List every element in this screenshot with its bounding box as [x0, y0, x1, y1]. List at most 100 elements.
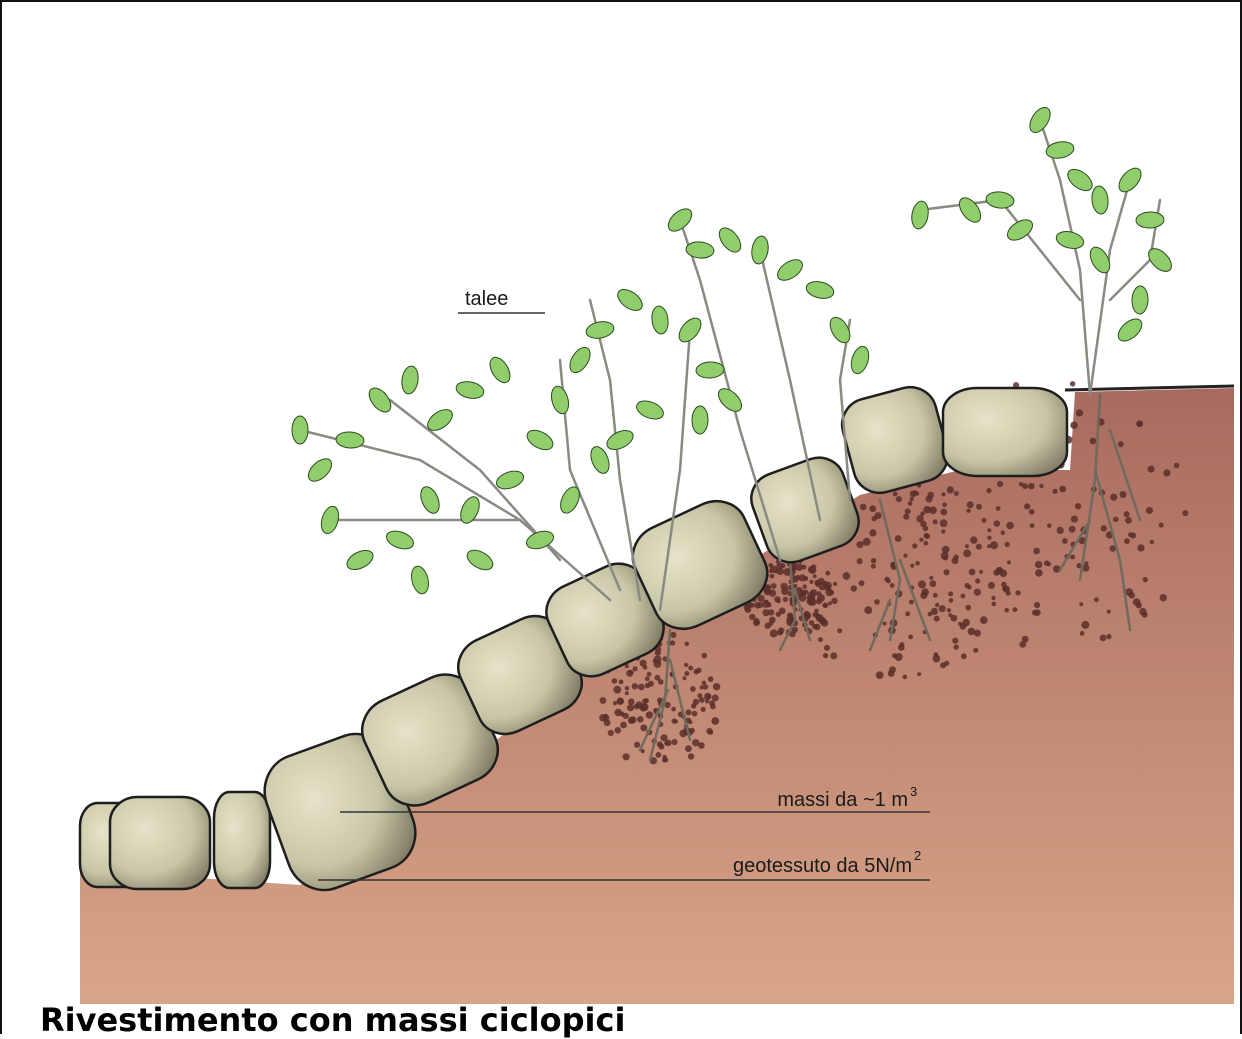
- gravel-dot: [1137, 544, 1144, 551]
- leaf: [774, 256, 806, 285]
- leaf: [318, 504, 341, 535]
- gravel-dot: [909, 600, 914, 605]
- stone-boulder: [110, 797, 210, 889]
- leaf: [384, 528, 416, 553]
- gravel-dot: [1004, 608, 1009, 613]
- leaf: [826, 314, 854, 346]
- gravel-dot: [1101, 525, 1107, 531]
- gravel-dot: [912, 543, 917, 548]
- gravel-dot: [818, 637, 823, 642]
- gravel-dot: [910, 564, 914, 568]
- gravel-dot: [749, 614, 755, 620]
- leaf: [955, 194, 985, 226]
- gravel-dot: [653, 659, 657, 663]
- gravel-dot: [886, 579, 891, 584]
- gravel-dot: [973, 648, 978, 653]
- gravel-dot: [692, 739, 699, 746]
- gravel-dot: [809, 599, 816, 606]
- gravel-dot: [776, 599, 780, 603]
- gravel-dot: [910, 497, 914, 501]
- gravel-dot: [645, 676, 650, 681]
- gravel-dot: [967, 501, 974, 508]
- gravel-dot: [863, 538, 871, 546]
- gravel-dot: [787, 612, 793, 618]
- gravel-dot: [808, 592, 816, 600]
- gravel-dot: [876, 671, 884, 679]
- gravel-dot: [671, 739, 677, 745]
- leaf: [750, 235, 770, 265]
- gravel-dot: [688, 666, 693, 671]
- gravel-dot: [851, 585, 857, 591]
- gravel-dot: [627, 704, 634, 711]
- leaf: [1136, 212, 1165, 229]
- gravel-dot: [813, 574, 817, 578]
- gravel-dot: [600, 697, 607, 704]
- gravel-dot: [634, 703, 640, 709]
- gravel-dot: [1146, 507, 1153, 514]
- gravel-dot: [974, 589, 981, 596]
- gravel-dot: [640, 724, 647, 731]
- gravel-dot: [1001, 531, 1005, 535]
- gravel-dot: [809, 580, 813, 584]
- leaf: [692, 406, 708, 434]
- gravel-dot: [1120, 491, 1127, 498]
- label-geotessuto: geotessuto da 5N/m: [733, 855, 912, 877]
- gravel-dot: [1100, 635, 1107, 642]
- gravel-dot: [1129, 592, 1135, 598]
- gravel-dot: [801, 565, 806, 570]
- gravel-dot: [1125, 517, 1132, 524]
- gravel-dot: [1006, 591, 1011, 596]
- label-geotessuto-sup: 2: [914, 848, 921, 863]
- gravel-dot: [634, 742, 640, 748]
- gravel-dot: [1070, 422, 1077, 429]
- gravel-dot: [1030, 523, 1035, 528]
- gravel-dot: [905, 508, 911, 514]
- gravel-dot: [965, 544, 969, 548]
- gravel-dot: [952, 638, 958, 644]
- gravel-dot: [933, 593, 938, 598]
- gravel-dot: [942, 546, 950, 554]
- gravel-dot: [823, 581, 828, 586]
- gravel-dot: [1053, 489, 1058, 494]
- diagram-caption: Rivestimento con massi ciclopici: [40, 1004, 625, 1036]
- gravel-dot: [869, 529, 876, 536]
- gravel-dot: [926, 496, 933, 503]
- gravel-dot: [1028, 483, 1035, 490]
- gravel-dot: [792, 627, 798, 633]
- gravel-dot: [1124, 511, 1130, 517]
- leaf: [335, 431, 364, 449]
- gravel-dot: [864, 606, 872, 614]
- gravel-dot: [672, 718, 677, 723]
- gravel-dot: [620, 722, 627, 729]
- leaf: [1064, 165, 1096, 195]
- gravel-dot: [843, 572, 851, 580]
- leaf: [1054, 229, 1085, 251]
- gravel-dot: [684, 671, 689, 676]
- leaf: [486, 354, 514, 386]
- gravel-dot: [830, 652, 837, 659]
- gravel-dot: [829, 590, 834, 595]
- gravel-dot: [871, 558, 876, 563]
- gravel-dot: [1035, 569, 1043, 577]
- gravel-dot: [908, 501, 913, 506]
- gravel-dot: [928, 612, 933, 617]
- gravel-dot: [809, 620, 815, 626]
- gravel-dot: [947, 486, 954, 493]
- gravel-dot: [685, 642, 690, 647]
- leaf: [494, 468, 526, 492]
- gravel-dot: [808, 566, 815, 573]
- soil-body: [80, 388, 1234, 1004]
- gravel-dot: [828, 601, 832, 605]
- gravel-dot: [915, 492, 919, 496]
- gravel-dot: [1081, 621, 1089, 629]
- gravel-dot: [942, 502, 947, 507]
- label-talee: talee: [465, 288, 508, 310]
- gravel-dot: [933, 519, 938, 524]
- gravel-dot: [896, 496, 902, 502]
- leaf: [1115, 164, 1145, 196]
- gravel-dot: [619, 680, 624, 685]
- gravel-dot: [711, 717, 719, 725]
- gravel-dot: [1022, 483, 1028, 489]
- gravel-dot: [954, 491, 959, 496]
- gravel-dot: [874, 599, 880, 605]
